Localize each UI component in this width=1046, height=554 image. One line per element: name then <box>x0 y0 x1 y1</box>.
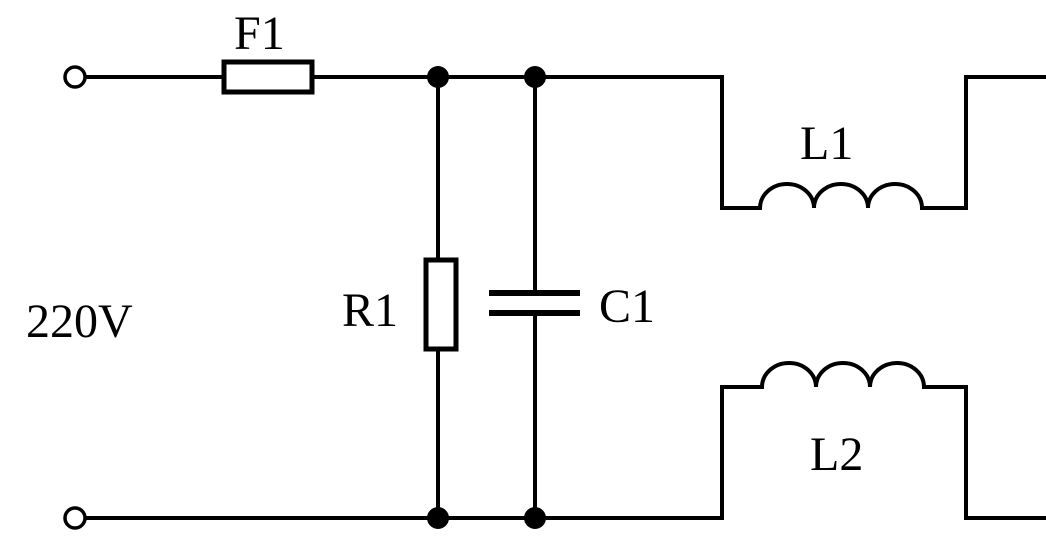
inductor-l2-label: L2 <box>810 428 863 481</box>
resistor-r1 <box>423 257 459 352</box>
bottom-rail <box>82 385 1046 520</box>
junction-node <box>524 66 546 88</box>
inductor-l1-label: L1 <box>800 117 853 170</box>
junction-node <box>427 66 449 88</box>
resistor-label: R1 <box>342 284 398 337</box>
source-voltage-label: 220V <box>26 295 133 348</box>
fuse-label: F1 <box>234 7 285 60</box>
input-terminal-top <box>63 65 87 89</box>
capacitor-c1 <box>489 75 580 520</box>
resistor-branch <box>423 75 459 520</box>
inductor-l1 <box>758 182 924 210</box>
capacitor-label: C1 <box>599 280 655 333</box>
input-terminal-bottom <box>63 506 87 530</box>
inductor-l2 <box>760 361 926 389</box>
top-rail <box>82 75 1046 210</box>
junction-node <box>524 507 546 529</box>
fuse-f1 <box>221 59 315 95</box>
junction-node <box>427 507 449 529</box>
